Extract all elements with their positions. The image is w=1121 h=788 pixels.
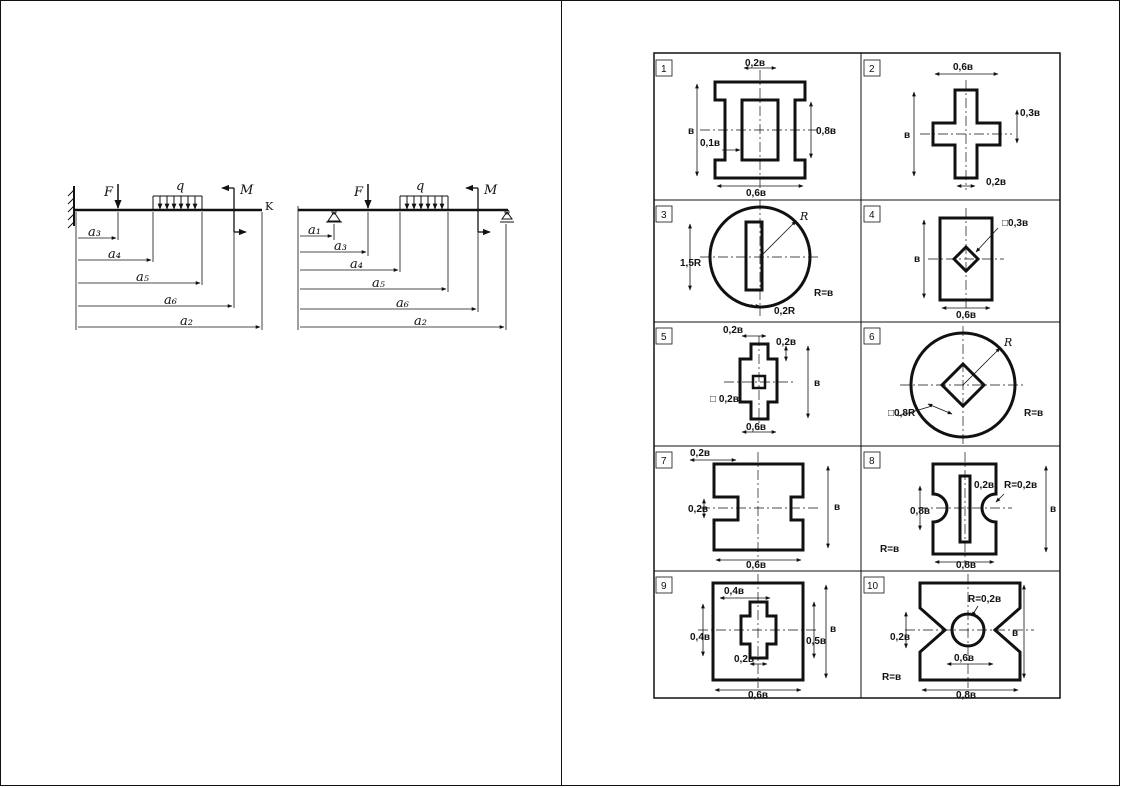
section-2-label-width: 0,6в <box>953 62 973 73</box>
cantilever-moment-label: M <box>239 183 254 198</box>
section-8-label-notch: R=0,2в <box>1004 480 1037 491</box>
section-number-2: 2 <box>869 64 875 75</box>
section-6-shape <box>897 326 1026 444</box>
section-5-label-top: 0,2в <box>723 325 743 336</box>
section-number-1: 1 <box>661 64 667 75</box>
section-5-shape <box>724 334 810 434</box>
simple-dim-a2: a₂ <box>414 314 427 329</box>
section-6-label-hole: □0,8R <box>888 408 916 419</box>
section-number-3: 3 <box>661 210 667 221</box>
section-9-label-width: 0,6в <box>748 690 768 701</box>
simple-dim-a3: a₃ <box>334 239 347 254</box>
section-4-shape <box>922 208 1004 312</box>
cantilever-dim-a6: a₆ <box>164 293 177 308</box>
section-5-label-height: в <box>814 378 820 389</box>
simple-force-label: F <box>353 185 364 200</box>
section-7-label-top: 0,2в <box>690 448 710 459</box>
section-8-label-slot: 0,2в <box>974 480 994 491</box>
section-2-shape <box>912 72 1019 190</box>
moment-couple <box>221 184 247 236</box>
simple-load-label: q <box>416 179 424 194</box>
section-9-label-height: в <box>830 624 836 635</box>
left-page <box>0 0 562 786</box>
section-10-label-hole: R=0,2в <box>968 594 1001 605</box>
section-9-label-inner: 0,5в <box>806 636 826 647</box>
section-2-label-height: в <box>904 130 910 141</box>
simple-dim-a5: a₅ <box>372 276 386 291</box>
section-9-label-stem: 0,2в <box>734 654 754 665</box>
cantilever-dim-a3: a₃ <box>88 225 101 240</box>
sections-table-grid <box>653 52 1061 699</box>
section-2-label-stem: 0,2в <box>986 177 1006 188</box>
cantilever-load-label: q <box>176 179 184 194</box>
cantilever-dim-a5: a₅ <box>136 270 150 285</box>
cantilever-dim-a4: a₄ <box>108 247 121 262</box>
section-number-9: 9 <box>661 581 667 592</box>
section-8-label-r: R=в <box>880 544 899 555</box>
section-3-label-r: R=в <box>814 288 833 299</box>
section-4-label-height: в <box>914 254 920 265</box>
section-7-label-slot: 0,2в <box>688 504 708 515</box>
section-10-shape <box>904 574 1034 692</box>
pin-support <box>326 209 342 223</box>
simple-dim-a6: a₆ <box>396 296 409 311</box>
section-8-shape <box>918 452 1048 566</box>
section-1-label-height: в <box>688 126 694 137</box>
section-10-label-inner: 0,6в <box>954 653 974 664</box>
section-number-7: 7 <box>661 456 667 467</box>
section-7-shape <box>689 452 830 562</box>
section-1-label-inner: 0,8в <box>816 126 836 137</box>
section-number-4: 4 <box>869 210 875 221</box>
section-10-label-r: R=в <box>882 672 901 683</box>
section-5-label-step: 0,2в <box>776 337 796 348</box>
section-3-label-height: 1,5R <box>680 258 702 269</box>
section-5-label-width: 0,6в <box>746 422 766 433</box>
simple-dim-a1: a₁ <box>308 223 321 238</box>
section-5-label-hole: □ 0,2в <box>710 394 739 405</box>
section-number-5: 5 <box>661 332 667 343</box>
section-1-label-bottom: 0,6в <box>746 188 766 199</box>
section-9-label-left: 0,4в <box>690 632 710 643</box>
simple-moment-label: M <box>483 183 498 198</box>
cantilever-end-label: K <box>265 200 274 213</box>
section-2-label-arm: 0,3в <box>1020 108 1040 119</box>
section-number-6: 6 <box>869 332 875 343</box>
section-1-shape <box>695 66 820 190</box>
section-9-label-top: 0,4в <box>724 586 744 597</box>
section-7-label-height: в <box>834 502 840 513</box>
section-3-label-radius: R <box>799 210 808 223</box>
section-3-shape <box>688 200 820 316</box>
section-number-8: 8 <box>869 456 875 467</box>
section-9-shape <box>698 574 828 692</box>
simple-dim-a4: a₄ <box>350 257 363 272</box>
section-6-label-r: R=в <box>1024 408 1043 419</box>
section-number-10: 10 <box>867 581 879 592</box>
section-10-label-height: в <box>1012 628 1018 639</box>
cantilever-dim-a2: a₂ <box>180 314 193 329</box>
section-1-label-web: 0,1в <box>700 138 720 149</box>
section-6-label-radius: R <box>1003 336 1012 349</box>
distributed-load <box>152 195 203 210</box>
cantilever-dimensions <box>75 212 263 330</box>
section-10-label-width: 0,8в <box>956 690 976 701</box>
section-8-label-width: 0,8в <box>956 560 976 571</box>
beam-scheme-cantilever <box>67 184 263 330</box>
roller-support <box>500 209 514 223</box>
cantilever-force-label: F <box>103 185 114 200</box>
section-4-label-hole: □0,3в <box>1002 218 1028 229</box>
section-8-label-inner: 0,8в <box>910 506 930 517</box>
section-7-label-width: 0,6в <box>746 560 766 571</box>
section-10-label-notch: 0,2в <box>890 632 910 643</box>
section-1-label-top: 0,2в <box>745 58 765 69</box>
beam-scheme-simply-supported <box>297 184 514 330</box>
section-3-label-width: 0,2R <box>774 306 796 317</box>
section-4-label-width: 0,6в <box>956 310 976 321</box>
section-8-label-height: в <box>1050 504 1056 515</box>
